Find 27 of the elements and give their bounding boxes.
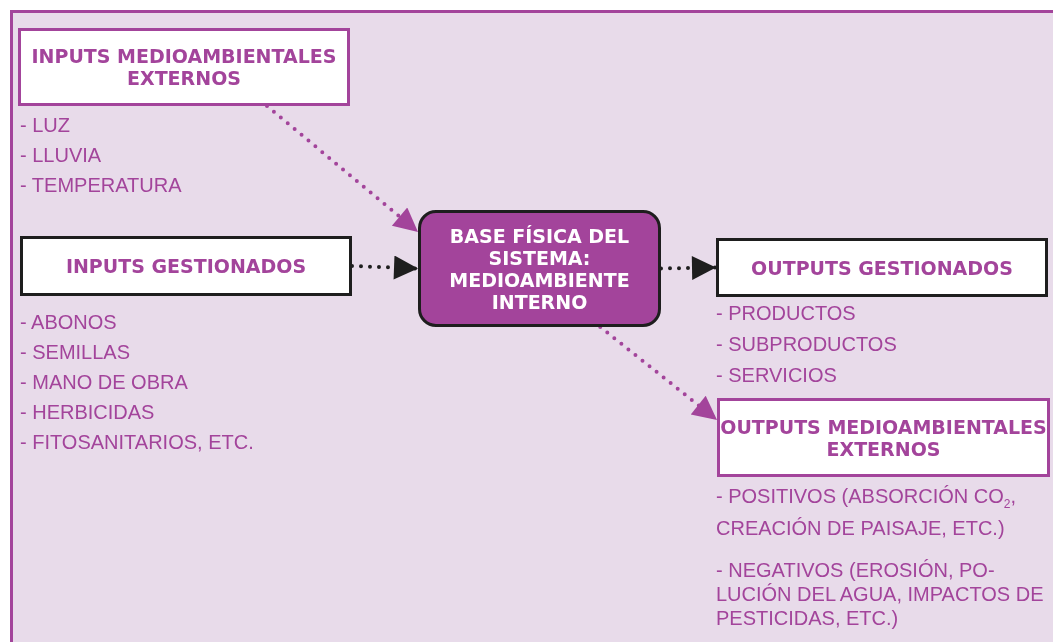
box-heading: BASE FÍSICA DEL SISTEMA: MEDIOAMBIENTE INTERNO bbox=[448, 224, 631, 313]
list-item: - PRODUCTOS bbox=[716, 301, 857, 325]
box-heading: INPUTS MEDIOAMBIENTALES EXTERNOS bbox=[30, 45, 338, 89]
heading-box bbox=[18, 28, 350, 106]
list-item: - HERBICIDAS bbox=[20, 400, 156, 424]
list-item: - SUBPRODUCTOS bbox=[716, 332, 898, 356]
list-item: - POSITIVOS (ABSORCIÓN CO$_{2}$, CREACIÓN DE PAISAJE, ETC.) bbox=[716, 484, 1018, 540]
dotted-arrow bbox=[598, 325, 719, 422]
heading-box bbox=[717, 398, 1050, 477]
dotted-arrow bbox=[265, 104, 420, 234]
dotted-arrow bbox=[659, 255, 718, 280]
list-item: - TEMPERATURA bbox=[20, 173, 183, 197]
list-item: - FITOSANITARIOS, ETC. bbox=[20, 430, 255, 454]
box-heading: INPUTS GESTIONADOS bbox=[65, 255, 307, 277]
list-item: - ABONOS bbox=[20, 310, 118, 334]
dotted-arrow bbox=[350, 255, 420, 280]
heading-box bbox=[716, 238, 1048, 297]
list-item: - SERVICIOS bbox=[716, 363, 838, 387]
list-item: - NEGATIVOS (EROSIÓN, PO- LUCIÓN DEL AGUA, IMPACTOS DE PESTICIDAS, ETC.) bbox=[716, 558, 1045, 630]
box-heading: OUTPUTS GESTIONADOS bbox=[751, 256, 1013, 279]
list-item: - SEMILLAS bbox=[20, 340, 132, 364]
central-rounded-box bbox=[418, 210, 661, 327]
list-item: - LUZ bbox=[20, 113, 71, 137]
list-item: - MANO DE OBRA bbox=[20, 370, 189, 394]
box-heading: OUTPUTS MEDIOAMBIENTALES EXTERNOS bbox=[720, 415, 1047, 460]
list-item: - LLUVIA bbox=[20, 143, 103, 167]
heading-box bbox=[20, 236, 352, 296]
